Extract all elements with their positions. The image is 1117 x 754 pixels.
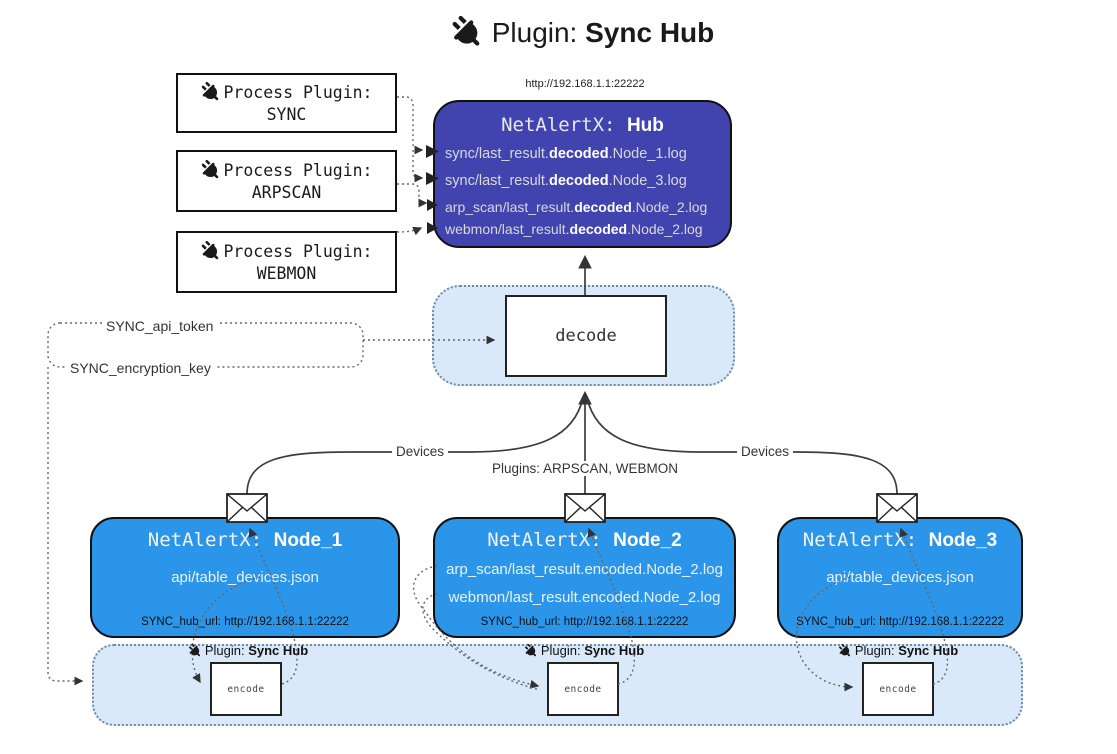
process-plugin-box-webmon: Process Plugin: WEBMON <box>176 231 397 293</box>
node2-file: arp_scan/last_result.encoded.Node_2.log <box>446 561 723 578</box>
hub-log-line: arp_scan/last_result.decoded.Node_2.log <box>445 199 708 215</box>
hub-title: NetAlertX: Hub <box>501 114 664 136</box>
node3-hub-url: SYNC_hub_url: http://192.168.1.1:22222 <box>796 616 1004 628</box>
title-name: Sync Hub <box>585 17 715 48</box>
process-plugin-name: ARPSCAN <box>251 183 322 202</box>
edge-webmon-to-hubline4 <box>396 226 423 236</box>
process-plugin-name: SYNC <box>266 105 307 124</box>
process-plugin-name: WEBMON <box>256 264 317 283</box>
node3-box: NetAlertX: Node_3 api/table_devices.json… <box>777 517 1023 638</box>
edge-arpscan-to-hubline3 <box>397 183 428 208</box>
node1-title: NetAlertX: Node_1 <box>147 529 343 551</box>
hub-box: NetAlertX: Hub sync/last_result.decoded.… <box>433 100 732 248</box>
title-prefix: Plugin: <box>491 17 586 48</box>
plug-icon <box>202 240 219 260</box>
encode2-box: encode <box>547 662 619 716</box>
encode3-plugin-label: Plugin: Sync Hub <box>838 643 958 658</box>
hub-log-line: webmon/last_result.decoded.Node_2.log <box>445 221 703 237</box>
devices-edge-label-left: Devices <box>391 444 449 459</box>
node1-hub-url: SYNC_hub_url: http://192.168.1.1:22222 <box>141 616 349 628</box>
node2-hub-url: SYNC_hub_url: http://192.168.1.1:22222 <box>480 616 689 628</box>
decode-box: decode <box>505 295 667 377</box>
node2-box: NetAlertX: Node_2 arp_scan/last_result.e… <box>433 517 736 638</box>
plug-icon <box>839 643 851 656</box>
hub-log-line: sync/last_result.decoded.Node_1.log <box>445 146 687 162</box>
node2-title: NetAlertX: Node_2 <box>487 529 682 551</box>
node1-file: api/table_devices.json <box>171 569 319 586</box>
plug-icon <box>452 15 480 46</box>
encode3-box: encode <box>862 662 934 716</box>
sync-api-token-label: SYNC_api_token <box>102 318 218 334</box>
hub-log-line: sync/last_result.decoded.Node_3.log <box>445 173 687 189</box>
edge-key-to-encode-band <box>47 367 84 686</box>
node3-title: NetAlertX: Node_3 <box>802 529 998 551</box>
page-title: Plugin: Sync Hub <box>450 15 715 50</box>
encode1-box: encode <box>210 662 282 716</box>
process-plugin-box-arpscan: Process Plugin: ARPSCAN <box>176 150 397 212</box>
node2-file: webmon/last_result.encoded.Node_2.log <box>448 589 721 606</box>
edge-sync-to-hubline2 <box>412 150 424 183</box>
plug-icon <box>189 643 201 656</box>
hub-url-label: http://192.168.1.1:22222 <box>525 78 645 90</box>
encode1-plugin-label: Plugin: Sync Hub <box>188 643 308 658</box>
plug-icon <box>525 643 537 656</box>
plugins-edge-label: Plugins: ARPSCAN, WEBMON <box>487 461 683 476</box>
node3-file: api/table_devices.json <box>826 569 974 586</box>
node1-box: NetAlertX: Node_1 api/table_devices.json… <box>90 517 400 638</box>
devices-edge-label-right: Devices <box>736 444 794 459</box>
edge-sync-to-hubline1 <box>397 96 424 155</box>
encode2-plugin-label: Plugin: Sync Hub <box>524 643 644 658</box>
plug-icon <box>202 81 219 101</box>
process-plugin-box-sync: Process Plugin: SYNC <box>176 73 397 133</box>
sync-encryption-key-label: SYNC_encryption_key <box>66 360 215 376</box>
plug-icon <box>202 159 219 179</box>
